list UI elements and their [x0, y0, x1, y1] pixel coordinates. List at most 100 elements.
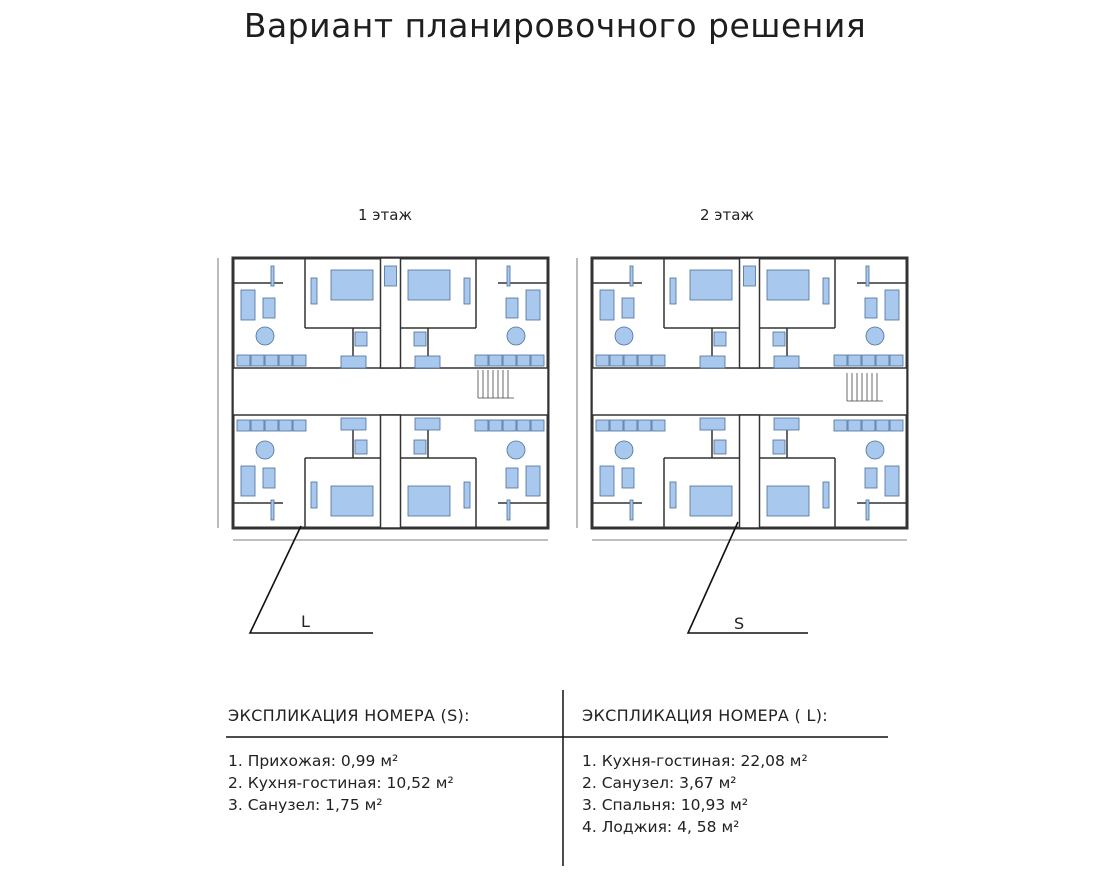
shaft-fixture [384, 265, 397, 287]
toilet [713, 331, 727, 347]
toilet [413, 439, 427, 455]
list-item: 3. Санузел: 1,75 м² [228, 796, 383, 814]
wardrobe [669, 277, 677, 305]
window [270, 265, 275, 287]
bed [330, 269, 374, 301]
wardrobe [463, 277, 471, 305]
explication-l-list: 1. Кухня-гостиная: 22,08 м² 2. Санузел: … [582, 750, 808, 838]
page-title: Вариант планировочного решения [243, 6, 867, 45]
bed [766, 269, 810, 301]
bed [330, 485, 374, 517]
coffee-table [621, 467, 635, 489]
bed [407, 269, 451, 301]
kitchen-cabinet [516, 419, 531, 432]
kitchen-cabinet [278, 419, 293, 432]
kitchen-cabinet [889, 419, 904, 432]
kitchen-cabinet [530, 419, 545, 432]
kitchen-cabinet [474, 419, 489, 432]
kitchen-cabinet [278, 354, 293, 367]
list-item: 3. Спальня: 10,93 м² [582, 796, 749, 814]
toilet [772, 331, 786, 347]
dining-table [255, 440, 275, 460]
dining-table [506, 440, 526, 460]
explication-s-heading: ЭКСПЛИКАЦИЯ НОМЕРА (S): [228, 706, 470, 725]
kitchen-cabinet [889, 354, 904, 367]
bed [407, 485, 451, 517]
kitchen-cabinet [250, 419, 265, 432]
wardrobe [463, 481, 471, 509]
shaft-fixture [743, 265, 756, 287]
dining-table [865, 440, 885, 460]
apartment-unit [592, 258, 742, 369]
kitchen-cabinet [651, 354, 666, 367]
kitchen-cabinet [595, 354, 610, 367]
kitchen-cabinet [236, 419, 251, 432]
dining-table [865, 326, 885, 346]
sofa [884, 465, 900, 497]
sofa [884, 289, 900, 321]
kitchen-cabinet [488, 419, 503, 432]
unit-tag-s: S [734, 614, 745, 633]
window [270, 499, 275, 521]
kitchen-cabinet [847, 419, 862, 432]
kitchen-cabinet [875, 354, 890, 367]
floor-2-label: 2 этаж [700, 206, 754, 224]
kitchen-cabinet [292, 419, 307, 432]
dining-table [255, 326, 275, 346]
sofa [599, 289, 615, 321]
central-shaft-bottom [379, 414, 402, 529]
kitchen-cabinet [250, 354, 265, 367]
sofa [525, 465, 541, 497]
toilet [354, 439, 368, 455]
toilet [713, 439, 727, 455]
apartment-unit [233, 258, 383, 369]
explication-l-heading: ЭКСПЛИКАЦИЯ НОМЕРА ( L): [582, 706, 828, 725]
kitchen-cabinet [623, 354, 638, 367]
toilet [354, 331, 368, 347]
shower-tray [414, 355, 441, 369]
window [506, 499, 511, 521]
apartment-unit [757, 417, 907, 528]
wardrobe [310, 481, 318, 509]
unit-tag-l: L [301, 612, 310, 631]
kitchen-cabinet [292, 354, 307, 367]
leader-line-s [686, 521, 808, 634]
list-item: 2. Санузел: 3,67 м² [582, 774, 737, 792]
kitchen-cabinet [609, 354, 624, 367]
coffee-table [505, 297, 519, 319]
kitchen-cabinet [623, 419, 638, 432]
shower-tray [773, 355, 800, 369]
coffee-table [262, 297, 276, 319]
coffee-table [864, 297, 878, 319]
coffee-table [621, 297, 635, 319]
kitchen-cabinet [236, 354, 251, 367]
kitchen-cabinet [875, 419, 890, 432]
sofa [599, 465, 615, 497]
kitchen-cabinet [474, 354, 489, 367]
kitchen-cabinet [530, 354, 545, 367]
kitchen-cabinet [516, 354, 531, 367]
coffee-table [262, 467, 276, 489]
wardrobe [669, 481, 677, 509]
list-item: 1. Прихожая: 0,99 м² [228, 752, 399, 770]
floor-1-label: 1 этаж [358, 206, 412, 224]
window [629, 499, 634, 521]
kitchen-cabinet [651, 419, 666, 432]
kitchen-cabinet [609, 419, 624, 432]
apartment-unit [398, 258, 548, 369]
shower-tray [414, 417, 441, 431]
bed [689, 269, 733, 301]
wardrobe [310, 277, 318, 305]
dining-table [506, 326, 526, 346]
window [865, 265, 870, 287]
sofa [525, 289, 541, 321]
kitchen-cabinet [861, 354, 876, 367]
kitchen-cabinet [833, 419, 848, 432]
floor-2-plan [576, 256, 909, 541]
window [506, 265, 511, 287]
leader-line-l [248, 525, 373, 634]
coffee-table [864, 467, 878, 489]
apartment-unit [233, 417, 383, 528]
central-shaft-bottom [738, 414, 761, 529]
